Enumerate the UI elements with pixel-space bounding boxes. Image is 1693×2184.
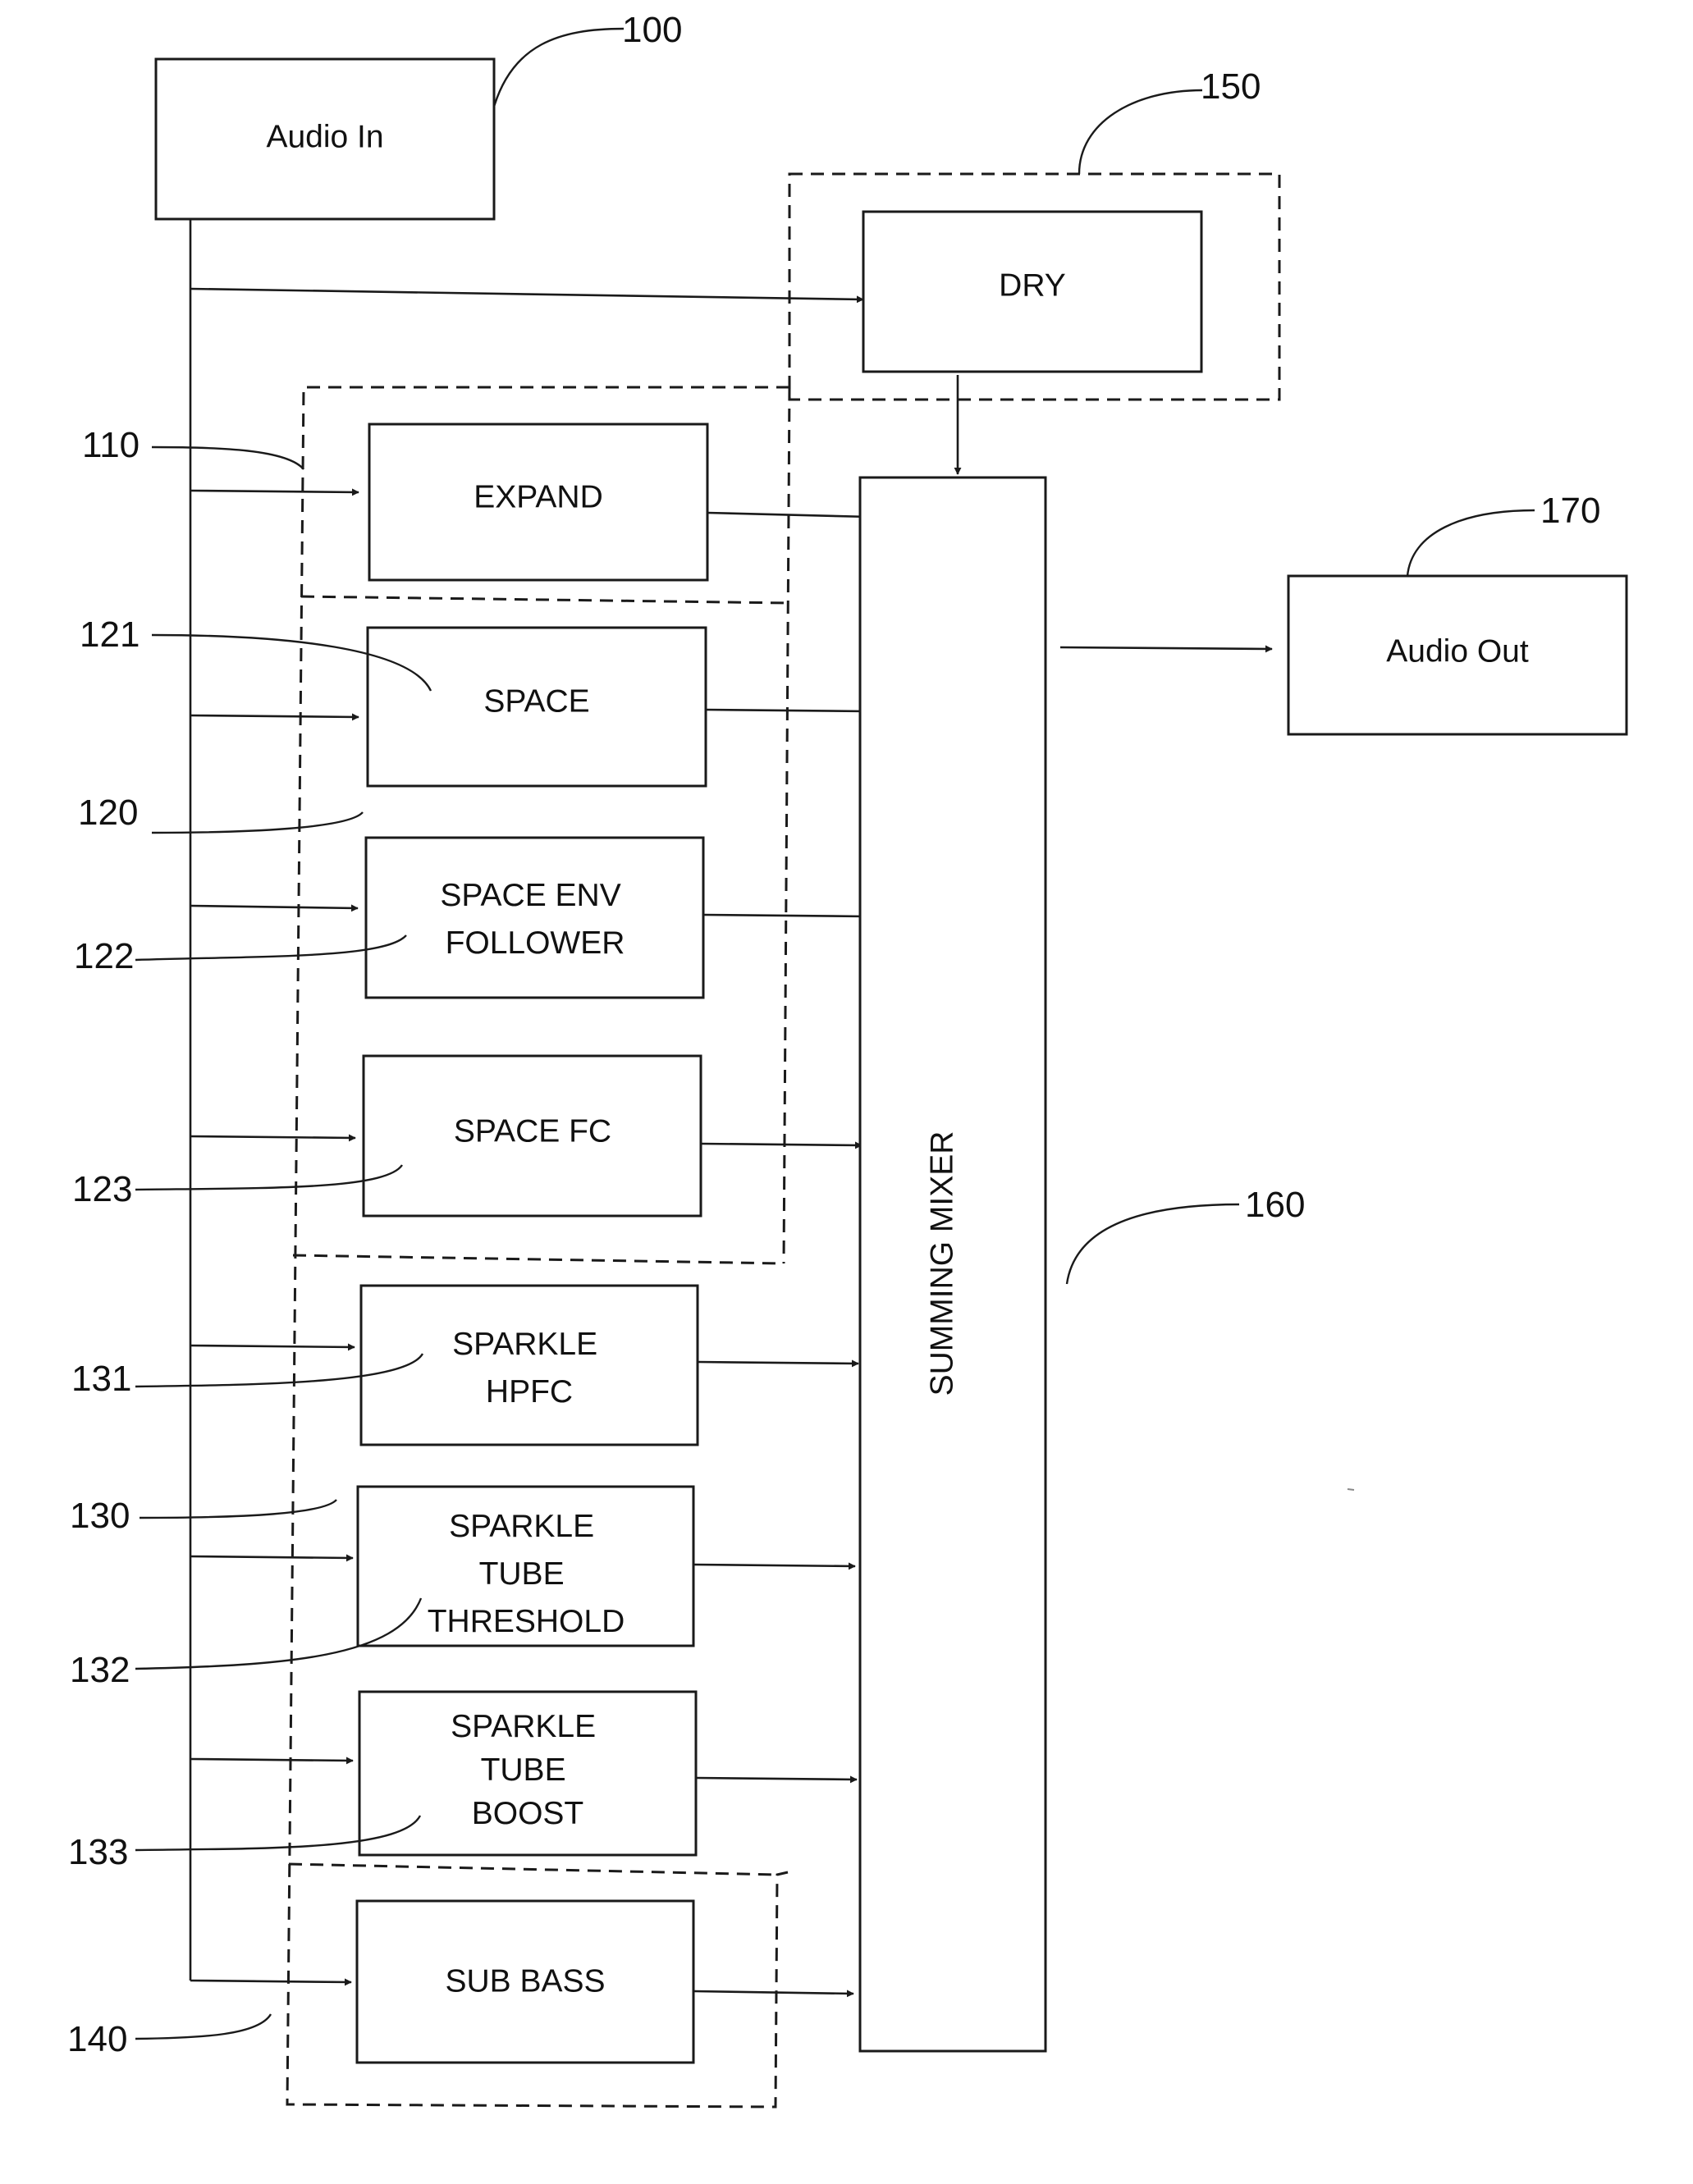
ref-123-leader bbox=[135, 1165, 402, 1190]
ref-121: 121 bbox=[80, 615, 140, 655]
sparkle-subbass-divider bbox=[289, 1864, 777, 1875]
ref-130-leader bbox=[140, 1500, 336, 1518]
space-sparkle-divider bbox=[293, 1255, 784, 1263]
ref-130: 130 bbox=[70, 1496, 130, 1536]
out-sparkle-tube-threshold bbox=[693, 1565, 855, 1566]
feed-dry bbox=[190, 289, 863, 299]
feed-expand bbox=[190, 491, 359, 492]
feed-space bbox=[190, 715, 359, 717]
space-label: SPACE bbox=[483, 683, 589, 719]
ref-110: 110 bbox=[82, 425, 140, 465]
audio-out-label: Audio Out bbox=[1386, 633, 1529, 669]
sparkle-tube-threshold-line-3: THRESHOLD bbox=[428, 1604, 625, 1639]
feed-sub-bass bbox=[190, 1981, 351, 1982]
sparkle-hpfc-line-1: SPARKLE bbox=[452, 1327, 597, 1362]
sparkle-hpfc-block bbox=[361, 1286, 698, 1445]
summing-mixer-label: SUMMING MIXER bbox=[924, 1131, 959, 1396]
ref-131: 131 bbox=[71, 1359, 131, 1399]
sparkle-hpfc-line-2: HPFC bbox=[486, 1374, 573, 1410]
sparkle-tube-threshold-line-2: TUBE bbox=[479, 1556, 565, 1592]
out-space-fc bbox=[701, 1144, 862, 1145]
expand-label: EXPAND bbox=[474, 479, 603, 514]
ref-150-leader bbox=[1079, 90, 1202, 174]
ref-140: 140 bbox=[67, 2019, 127, 2059]
expand-space-divider bbox=[301, 596, 789, 603]
sparkle-tube-boost-line-2: TUBE bbox=[481, 1752, 566, 1788]
ref-133: 133 bbox=[68, 1832, 128, 1872]
sparkle-tube-boost-line-3: BOOST bbox=[472, 1796, 584, 1831]
ref-150: 150 bbox=[1201, 66, 1261, 107]
ref-122: 122 bbox=[74, 936, 134, 976]
ref-120: 120 bbox=[78, 793, 138, 833]
ref-160: 160 bbox=[1245, 1185, 1305, 1225]
feed-sparkle-tube-threshold bbox=[190, 1556, 353, 1558]
scan-mark bbox=[1348, 1489, 1354, 1490]
ref-140-leader bbox=[135, 2014, 271, 2039]
ref-110-leader bbox=[152, 447, 304, 469]
out-sub-bass bbox=[693, 1991, 853, 1994]
sparkle-tube-threshold-line-1: SPARKLE bbox=[449, 1509, 594, 1544]
expand-group-boundary bbox=[784, 387, 789, 1263]
dry-label: DRY bbox=[999, 267, 1066, 303]
space-env-follower-block bbox=[366, 838, 703, 998]
sparkle-tube-boost-line-1: SPARKLE bbox=[451, 1709, 596, 1744]
out-space bbox=[706, 710, 868, 711]
ref-100: 100 bbox=[622, 10, 682, 50]
space-env-follower-line-2: FOLLOWER bbox=[446, 925, 625, 961]
ref-132: 132 bbox=[70, 1650, 130, 1690]
ref-170: 170 bbox=[1540, 491, 1600, 531]
ref-170-leader bbox=[1407, 510, 1535, 576]
ref-160-leader bbox=[1067, 1204, 1239, 1284]
feed-space-fc bbox=[190, 1136, 355, 1138]
out-space-env-follower bbox=[703, 915, 867, 916]
mixer-to-audio-out bbox=[1060, 647, 1272, 649]
ref-123: 123 bbox=[72, 1169, 132, 1209]
ref-100-leader bbox=[494, 29, 624, 107]
space-env-follower-line-1: SPACE ENV bbox=[440, 878, 620, 913]
space-fc-label: SPACE FC bbox=[454, 1113, 611, 1149]
audio-in-label: Audio In bbox=[266, 119, 383, 154]
sub-bass-label: SUB BASS bbox=[445, 1963, 605, 1999]
feed-sparkle-tube-boost bbox=[190, 1759, 353, 1761]
out-sparkle-hpfc bbox=[698, 1362, 858, 1364]
feed-space-env-follower bbox=[190, 906, 358, 908]
ref-120-leader bbox=[152, 812, 363, 833]
out-sparkle-tube-boost bbox=[696, 1778, 857, 1780]
feed-sparkle-hpfc bbox=[190, 1346, 355, 1347]
